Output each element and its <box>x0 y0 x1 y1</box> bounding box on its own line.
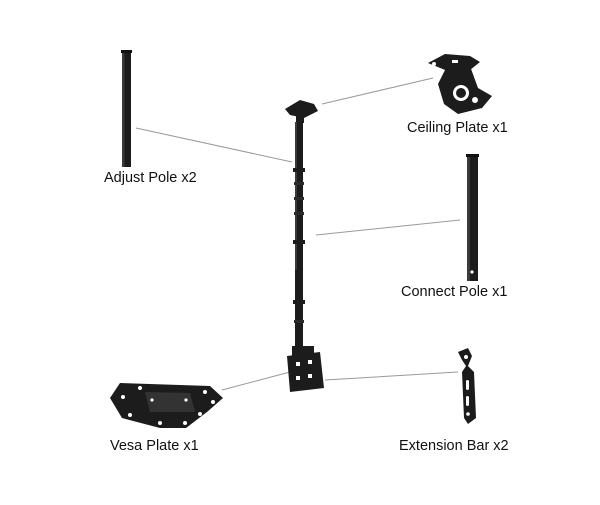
leader-ceiling-plate <box>321 77 434 105</box>
vesa-plate-illustration <box>110 383 223 428</box>
leader-vesa-plate <box>221 371 291 391</box>
label-connect-pole: Connect Pole x1 <box>401 284 508 300</box>
connect-pole-illustration <box>466 154 479 281</box>
leader-extension-bar <box>324 371 459 381</box>
leader-adjust-pole <box>135 127 293 163</box>
extension-bar-illustration <box>458 348 476 424</box>
label-vesa-plate: Vesa Plate x1 <box>110 438 199 454</box>
assembled-mount-illustration <box>285 100 324 392</box>
label-ceiling-plate: Ceiling Plate x1 <box>407 120 508 136</box>
leader-lines <box>135 77 461 391</box>
leader-connect-pole <box>315 219 461 236</box>
label-extension-bar: Extension Bar x2 <box>399 438 509 454</box>
adjust-pole-illustration <box>121 50 132 167</box>
ceiling-plate-illustration <box>428 54 492 114</box>
label-adjust-pole: Adjust Pole x2 <box>104 170 197 186</box>
